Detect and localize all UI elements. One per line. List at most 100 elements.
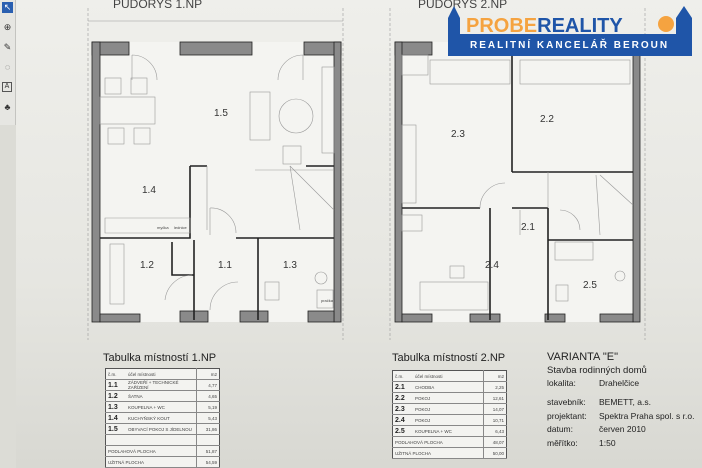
variant-title: VARIANTA "E"	[547, 351, 618, 363]
info-label: stavebník:	[547, 397, 586, 408]
room-purpose: CHODBA	[413, 381, 484, 393]
header-cell: m2	[483, 370, 507, 382]
room-area: 2,25	[483, 381, 507, 393]
info-value: Drahelčice	[599, 377, 640, 388]
area-label: UŽITNÁ PLOCHA	[105, 456, 197, 468]
room-label: 2.2	[540, 114, 554, 125]
header-cell: m2	[196, 368, 220, 380]
room-label: 2.3	[451, 129, 465, 140]
room-label: 2.4	[485, 260, 499, 271]
room-number: 1.4	[105, 412, 126, 424]
info-field: stavebník: BEMETT, a.s.	[547, 396, 694, 410]
area-label: PODLAHOVÁ PLOCHA	[392, 436, 484, 448]
room-area: 5,19	[196, 401, 220, 413]
area-value: 50,00	[483, 447, 507, 459]
area-value: 48,07	[483, 436, 507, 448]
room-area: 14,07	[483, 403, 507, 415]
plan1-title: PŮDORYS 1.NP	[113, 0, 202, 11]
room-number: 1.1	[105, 379, 126, 391]
room-label: 1.5	[214, 108, 228, 119]
pen-icon[interactable]: ✎	[3, 42, 12, 52]
room-purpose: ŠATNA	[126, 390, 197, 402]
probereality-logo: PROBEREALITY REALITNÍ KANCELÁŘ BEROUN	[440, 4, 698, 56]
room-number: 2.2	[392, 392, 413, 404]
room-area: 10,71	[483, 414, 507, 426]
dishwasher-label: myčka	[157, 225, 169, 230]
table2-title: Tabulka místností 2.NP	[392, 352, 506, 364]
info-label: datum:	[547, 424, 573, 435]
room-purpose: POKOJ	[413, 392, 484, 404]
room-label: 1.1	[218, 260, 232, 271]
text-icon[interactable]: A	[2, 82, 12, 92]
room-label: 2.1	[521, 222, 535, 233]
header-cell: č.m.	[392, 370, 413, 382]
room-label: 2.5	[583, 280, 597, 291]
pointer-icon[interactable]: ↖	[2, 2, 13, 13]
svg-text:PROBEREALITY: PROBEREALITY	[466, 15, 623, 37]
area-value: 54,59	[196, 456, 220, 468]
info-field: datum: červen 2010	[547, 423, 694, 437]
area-label: UŽITNÁ PLOCHA	[392, 447, 484, 459]
room-purpose: POKOJ	[413, 414, 484, 426]
info-value: 1:50	[599, 437, 616, 448]
zoom-icon[interactable]: ⊕	[3, 22, 12, 32]
room-number: 1.2	[105, 390, 126, 402]
plan2-drawing: 2.3 2.2 2.1 2.4 2.5	[394, 41, 641, 323]
room-area: 4,77	[196, 379, 220, 391]
room-number: 1.3	[105, 401, 126, 413]
empty-row	[105, 434, 220, 446]
lasso-icon[interactable]: ◌	[4, 62, 11, 72]
plan1-drawing: 1.5 1.4 1.2 1.1 1.3 myčka lednice pračka	[91, 41, 342, 323]
header-cell: č.m.	[105, 368, 126, 380]
info-field: projektant: Spektra Praha spol. s r.o.	[547, 409, 694, 423]
header-cell: účel místnosti	[126, 368, 197, 380]
plan2-title: PŮDORYS 2.NP	[418, 0, 507, 11]
room-purpose: KUCHYŇSKÝ KOUT	[126, 412, 197, 424]
washer-label: pračka	[321, 298, 334, 303]
info-label: lokalita:	[547, 377, 576, 388]
svg-text:REALITNÍ KANCELÁŘ BEROUN: REALITNÍ KANCELÁŘ BEROUN	[470, 38, 669, 51]
room-area: 31,86	[196, 423, 220, 435]
room-area: 4,65	[196, 390, 220, 402]
area-value: 51,87	[196, 445, 220, 457]
info-value: červen 2010	[599, 424, 646, 435]
room-purpose: KOUPELNA + WC	[126, 401, 197, 413]
room-number: 1.5	[105, 423, 126, 435]
info-field: lokalita: Drahelčice	[547, 376, 694, 390]
room-label: 1.4	[142, 185, 156, 196]
room-number: 2.5	[392, 425, 413, 437]
room-label: 1.2	[140, 260, 154, 271]
stamp-icon[interactable]: ♣	[4, 102, 11, 112]
info-label: měřítko:	[547, 437, 578, 448]
room-purpose: ZÁDVEŘÍ + TECHNICKÉ ZAŘÍZENÍ	[126, 379, 197, 391]
info-value: BEMETT, a.s.	[599, 397, 651, 408]
room-purpose: OBYVACÍ POKOJ S JÍDELNOU	[126, 423, 197, 435]
info-label: projektant:	[547, 410, 587, 421]
info-field: měřítko: 1:50	[547, 436, 694, 450]
room-area: 5,43	[196, 412, 220, 424]
room-label: 1.3	[283, 260, 297, 271]
annotation-toolbar: ↖ ⊕ ✎ ◌ A ♣	[0, 0, 16, 125]
castle-logo-icon: PROBEREALITY REALITNÍ KANCELÁŘ BEROUN	[448, 6, 692, 56]
room-number: 2.4	[392, 414, 413, 426]
room-area: 12,61	[483, 392, 507, 404]
room-number: 2.1	[392, 381, 413, 393]
project-subtitle: Stavba rodinných domů	[547, 365, 647, 376]
info-value: Spektra Praha spol. s r.o.	[599, 410, 695, 421]
project-info: VARIANTA "E" Stavba rodinných domů lokal…	[547, 351, 694, 450]
